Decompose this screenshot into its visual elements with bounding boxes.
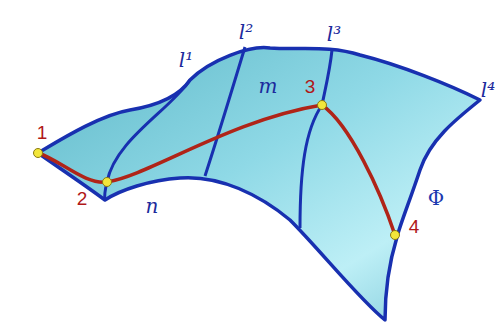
curve-l3 bbox=[300, 50, 332, 228]
surface-label: Φ bbox=[428, 188, 444, 208]
point-marker bbox=[103, 178, 112, 187]
curve-label: m bbox=[259, 76, 278, 96]
point-marker bbox=[318, 101, 327, 110]
callout-number: 1 bbox=[37, 123, 48, 142]
curve-label: l² bbox=[239, 22, 253, 42]
callout-number: 3 bbox=[305, 77, 316, 96]
curve-label: l⁴ bbox=[481, 80, 495, 100]
curve-label: l³ bbox=[327, 24, 341, 44]
point-marker bbox=[34, 149, 43, 158]
callout-number: 4 bbox=[409, 217, 420, 236]
callout-number: 2 bbox=[77, 189, 88, 208]
curve-label: n bbox=[146, 196, 159, 216]
point-marker bbox=[391, 231, 400, 240]
curve-l2 bbox=[205, 47, 245, 176]
curve-l1 bbox=[105, 80, 190, 200]
curve-label: l¹ bbox=[179, 50, 193, 70]
geodesic-line bbox=[38, 105, 395, 235]
surface-fill bbox=[38, 48, 480, 320]
